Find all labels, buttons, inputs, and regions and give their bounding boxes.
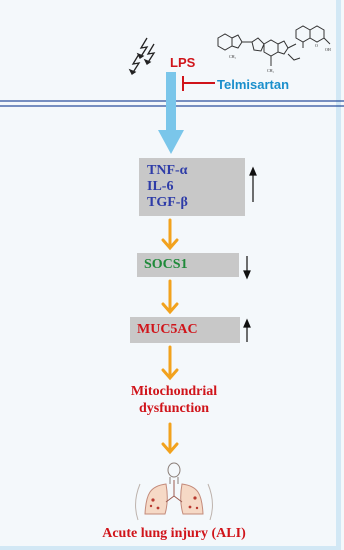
carbonyl-label: O [315,43,318,48]
orange-arrows [161,218,179,455]
lps-label: LPS [170,55,196,70]
trend-arrow-down-icon [243,256,251,280]
muc-label: MUC5AC [137,322,198,337]
trend-arrow-up-icon [249,166,257,202]
telmisartan-structure-icon [217,25,331,66]
lightning-icon [128,37,156,75]
cytokine-item: TNF-α [147,163,188,178]
cytokine-box: TNF-α IL-6 TGF-β [139,158,245,216]
trend-arrow-up-icon [243,318,251,342]
inflammation-spots [149,496,199,510]
signal-arrow [158,72,184,154]
lung-illustration-icon [135,462,213,521]
socs-label: SOCS1 [144,257,188,272]
mito-label: Mitochondrial dysfunction [60,383,288,417]
acid-label: OH [325,47,331,52]
outcome-label: Acute lung injury (ALI) [102,526,246,541]
muc-box: MUC5AC [130,317,240,343]
cytokine-item: TGF-β [147,195,188,210]
mito-line1: Mitochondrial [130,384,218,399]
cytokine-item: IL-6 [147,179,174,194]
inhibition-mark [182,76,215,91]
mito-line2: dysfunction [138,401,210,416]
methyl-label: CH₃ [267,68,275,73]
methyl-label: CH₃ [229,54,237,59]
telmisartan-label: Telmisartan [217,77,290,92]
socs-box: SOCS1 [137,253,239,277]
